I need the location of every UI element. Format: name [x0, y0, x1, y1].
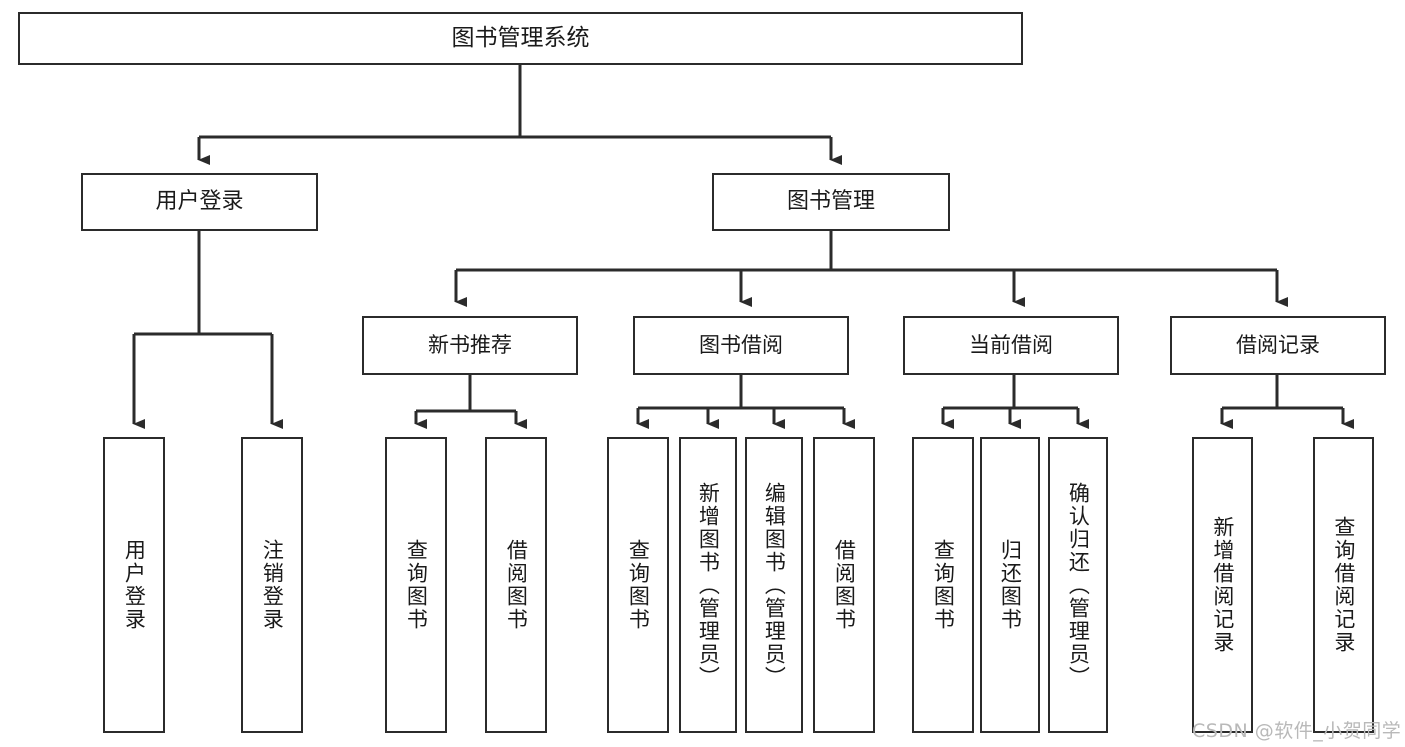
node-leaf-logout-login[interactable]: 注销登录	[241, 437, 303, 733]
node-leaf-query-book-2[interactable]: 查询图书	[607, 437, 669, 733]
node-new-book-recommend-label: 新书推荐	[428, 333, 512, 358]
node-book-management[interactable]: 图书管理	[712, 173, 950, 231]
node-book-borrow[interactable]: 图书借阅	[633, 316, 849, 375]
node-current-borrow[interactable]: 当前借阅	[903, 316, 1119, 375]
node-leaf-logout-login-label: 注销登录	[260, 539, 285, 631]
node-leaf-borrow-book-1[interactable]: 借阅图书	[485, 437, 547, 733]
node-leaf-confirm-return-label: 确认归还（管理员）	[1066, 481, 1091, 689]
node-leaf-confirm-return[interactable]: 确认归还（管理员）	[1048, 437, 1108, 733]
node-leaf-add-book-label: 新增图书（管理员）	[696, 481, 721, 689]
node-leaf-user-login-label: 用户登录	[122, 539, 147, 631]
node-root-label: 图书管理系统	[451, 24, 590, 51]
node-root[interactable]: 图书管理系统	[18, 12, 1023, 65]
node-leaf-query-record[interactable]: 查询借阅记录	[1313, 437, 1374, 733]
node-leaf-query-book-3[interactable]: 查询图书	[912, 437, 974, 733]
node-leaf-query-book-2-label: 查询图书	[626, 539, 651, 631]
node-borrow-record[interactable]: 借阅记录	[1170, 316, 1386, 375]
node-new-book-recommend[interactable]: 新书推荐	[362, 316, 578, 375]
node-leaf-add-record[interactable]: 新增借阅记录	[1192, 437, 1253, 733]
node-leaf-query-record-label: 查询借阅记录	[1331, 516, 1356, 654]
node-leaf-query-book-3-label: 查询图书	[931, 539, 956, 631]
node-book-management-label: 图书管理	[786, 189, 875, 215]
node-leaf-edit-book-label: 编辑图书（管理员）	[762, 481, 787, 689]
node-leaf-add-book[interactable]: 新增图书（管理员）	[679, 437, 737, 733]
node-leaf-return-book-label: 归还图书	[998, 539, 1023, 631]
node-current-borrow-label: 当前借阅	[969, 333, 1053, 358]
node-book-borrow-label: 图书借阅	[699, 333, 783, 358]
node-leaf-edit-book[interactable]: 编辑图书（管理员）	[745, 437, 803, 733]
node-user-login-label: 用户登录	[155, 189, 244, 215]
node-borrow-record-label: 借阅记录	[1236, 333, 1320, 358]
node-leaf-query-book-1[interactable]: 查询图书	[385, 437, 447, 733]
node-user-login[interactable]: 用户登录	[81, 173, 318, 231]
node-leaf-borrow-book-2[interactable]: 借阅图书	[813, 437, 875, 733]
node-leaf-add-record-label: 新增借阅记录	[1210, 516, 1235, 654]
node-leaf-borrow-book-2-label: 借阅图书	[832, 539, 857, 631]
node-leaf-borrow-book-1-label: 借阅图书	[504, 539, 529, 631]
node-leaf-user-login[interactable]: 用户登录	[103, 437, 165, 733]
node-leaf-query-book-1-label: 查询图书	[404, 539, 429, 631]
csdn-watermark: CSDN @软件_小贺同学	[1192, 720, 1402, 742]
node-leaf-return-book[interactable]: 归还图书	[980, 437, 1040, 733]
